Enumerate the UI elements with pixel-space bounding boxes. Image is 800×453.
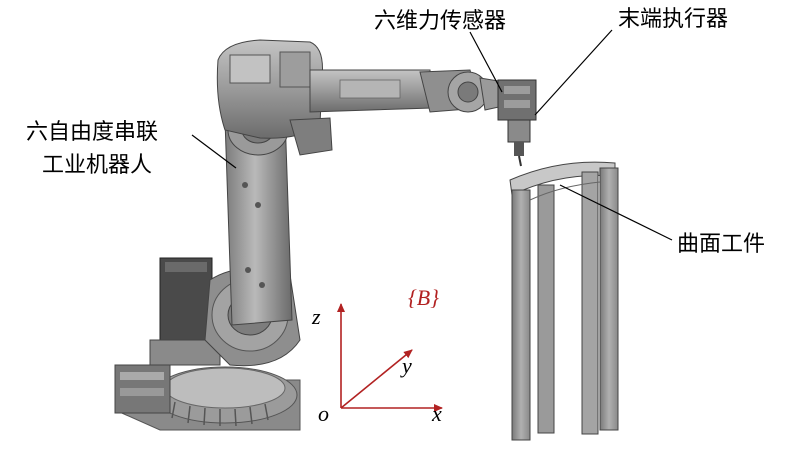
end-effector-body [507,119,531,167]
label-end-effector: 末端执行器 [618,7,729,32]
robot-base [114,364,301,431]
leader-workpiece [559,184,673,241]
label-robot-line2: 工业机器人 [42,153,153,178]
y-axis [340,349,413,409]
force-sensor-body [497,79,537,121]
robot-forearm [309,69,433,113]
z-axis-label: z [312,304,321,329]
leader-end-effector [534,29,613,116]
y-axis-label: y [402,353,412,378]
leader-robot [191,134,237,169]
origin-label: o [318,401,329,426]
coordinate-frame [337,303,443,412]
robot-wrist [419,69,509,113]
leader-force-sensor [469,31,503,93]
label-workpiece: 曲面工件 [677,232,766,257]
curved-workpiece [509,161,619,441]
robot-motor [149,257,221,366]
label-force-sensor: 六维力传感器 [374,9,507,34]
robot-elbow-housing [216,39,333,156]
label-robot-line1: 六自由度串联 [26,120,159,145]
frame-name: {B} [408,285,440,310]
x-axis-label: x [432,401,442,426]
